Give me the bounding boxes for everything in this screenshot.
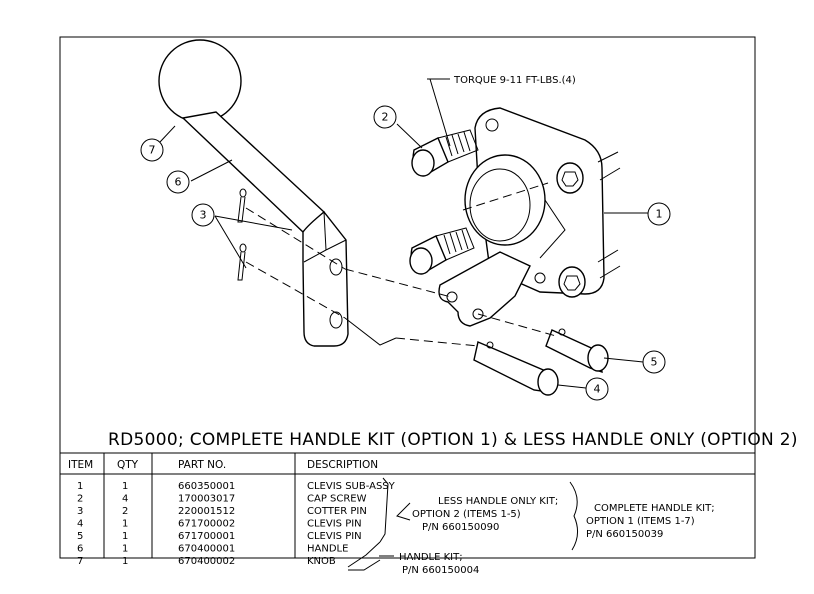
cell-item: 7: [77, 556, 83, 567]
cell-item: 4: [77, 519, 83, 530]
callout-number: 3: [200, 209, 207, 222]
callout-6: 6: [166, 170, 190, 194]
cell-qty: 1: [122, 531, 128, 542]
cell-description: CAP SCREW: [307, 494, 367, 505]
callout-number: 5: [651, 356, 658, 369]
clevis-fork: [438, 251, 531, 327]
table-row: 3 2 220001512 COTTER PIN: [77, 506, 367, 517]
cell-description: HANDLE: [307, 544, 348, 555]
cell-qty: 2: [122, 506, 128, 517]
knob: [158, 39, 242, 123]
cell-part-no: 170003017: [178, 494, 235, 505]
handle-kit-line: HANDLE KIT;: [399, 552, 463, 563]
center-line: [395, 337, 479, 347]
callout-number: 4: [594, 383, 601, 396]
callout-number: 6: [175, 176, 182, 189]
cell-qty: 1: [122, 481, 128, 492]
cell-description: CLEVIS SUB-ASSY: [307, 481, 396, 492]
callout-number: 1: [656, 208, 663, 221]
cell-qty: 1: [122, 556, 128, 567]
cell-item: 5: [77, 531, 83, 542]
table-row: 6 1 670400001 HANDLE: [77, 544, 348, 555]
clevis-pin: [473, 341, 559, 396]
column-header-qty: QTY: [117, 459, 139, 471]
cell-qty: 1: [122, 519, 128, 530]
column-header-description: DESCRIPTION: [307, 459, 378, 471]
cell-description: CLEVIS PIN: [307, 531, 362, 542]
cap-screw: [409, 227, 475, 275]
cell-description: KNOB: [307, 556, 336, 567]
center-line: [245, 207, 346, 270]
callout-number: 2: [382, 111, 389, 124]
table-row: 4 1 671700002 CLEVIS PIN: [77, 519, 362, 530]
complete-kit-line: OPTION 1 (ITEMS 1-7): [586, 516, 695, 527]
cap-screw: [411, 129, 479, 177]
torque-note: TORQUE 9-11 FT-LBS.(4): [453, 75, 576, 86]
cell-item: 3: [77, 506, 83, 517]
clevis-pin: [545, 328, 609, 374]
clevis-boss: [464, 154, 546, 246]
table-row: 2 4 170003017 CAP SCREW: [77, 494, 367, 505]
complete-kit-line: COMPLETE HANDLE KIT;: [594, 503, 715, 514]
table-row: 5 1 671700001 CLEVIS PIN: [77, 531, 362, 542]
plate-screw-head: [558, 249, 621, 298]
cell-part-no: 671700001: [178, 531, 235, 542]
cell-item: 2: [77, 494, 83, 505]
cell-description: CLEVIS PIN: [307, 519, 362, 530]
assembly-illustration: [158, 39, 648, 396]
cotter-pin: [237, 188, 247, 223]
callout-4: 4: [585, 377, 609, 401]
center-line: [344, 268, 452, 298]
column-header-part-no: PART NO.: [178, 459, 226, 471]
center-line: [462, 182, 549, 211]
drawing-title: RD5000; COMPLETE HANDLE KIT (OPTION 1) &…: [108, 430, 798, 450]
table-row: 1 1 660350001 CLEVIS SUB-ASSY: [77, 481, 396, 492]
cell-description: COTTER PIN: [307, 506, 367, 517]
cell-part-no: 660350001: [178, 481, 235, 492]
less-handle-kit-line: LESS HANDLE ONLY KIT;: [438, 496, 558, 507]
column-header-item: ITEM: [68, 459, 93, 471]
callout-3: 3: [191, 203, 215, 227]
less-handle-kit-line: P/N 660150090: [422, 522, 499, 533]
drawing-border: [59, 36, 756, 559]
cell-qty: 1: [122, 544, 128, 555]
cell-part-no: 671700002: [178, 519, 235, 530]
plate-screw-head: [556, 151, 621, 194]
kit-grouping-braces: [347, 477, 578, 571]
callout-7: 7: [140, 138, 164, 162]
less-handle-kit-line: OPTION 2 (ITEMS 1-5): [412, 509, 521, 520]
callout-5: 5: [642, 350, 666, 374]
cell-part-no: 670400001: [178, 544, 235, 555]
callout-2: 2: [373, 105, 397, 129]
cotter-pin: [237, 243, 247, 281]
handle-kit-line: P/N 660150004: [402, 565, 479, 576]
center-line: [245, 261, 346, 319]
cell-item: 6: [77, 544, 83, 555]
cell-part-no: 220001512: [178, 506, 235, 517]
complete-kit-line: P/N 660150039: [586, 529, 663, 540]
callout-number: 7: [149, 144, 156, 157]
cell-part-no: 670400002: [178, 556, 235, 567]
callout-1: 1: [647, 202, 671, 226]
table-row: 7 1 670400002 KNOB: [77, 556, 336, 567]
cell-item: 1: [77, 481, 83, 492]
cell-qty: 4: [122, 494, 128, 505]
